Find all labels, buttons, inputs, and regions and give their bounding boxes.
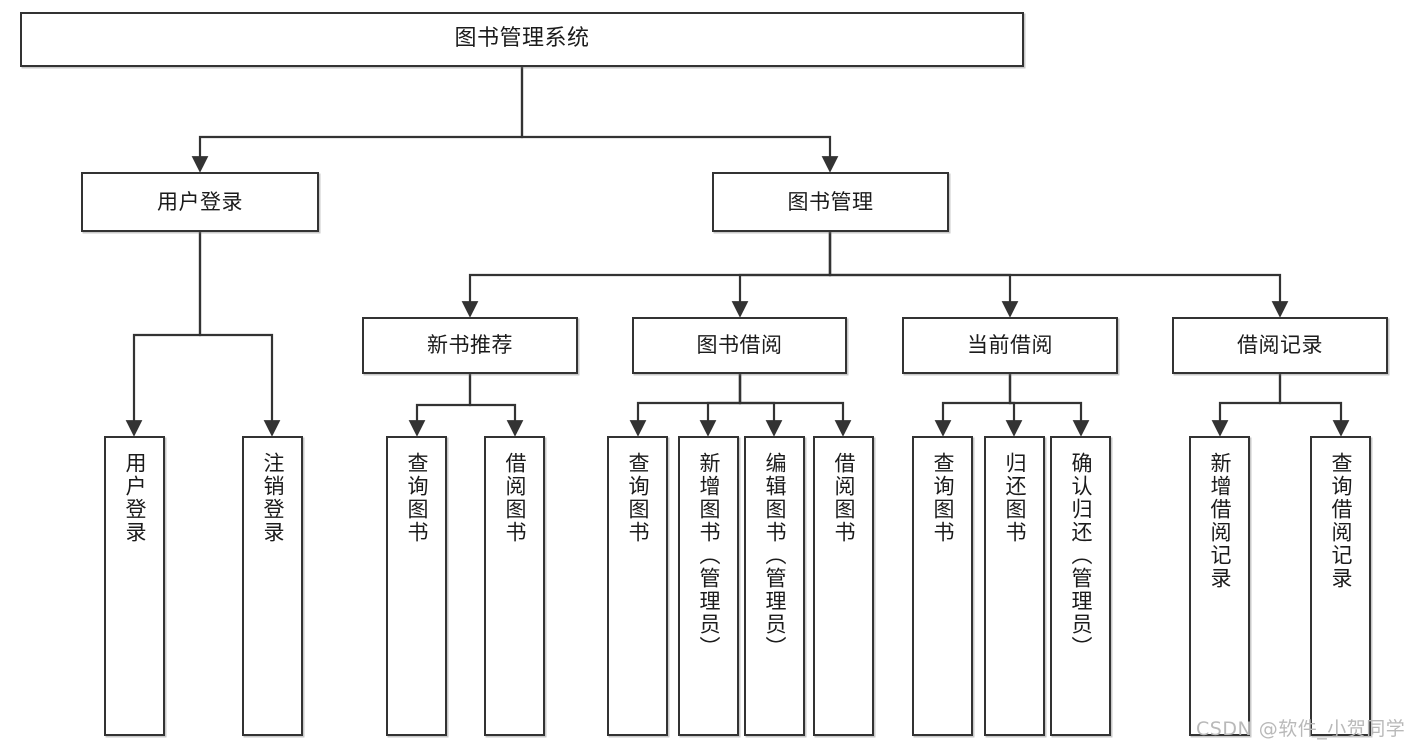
node-label: 图书管理系统 (454, 26, 590, 52)
node-c1[interactable]: 查询图书 (912, 436, 973, 736)
edge-login-to-l1 (125, 232, 202, 437)
node-label: 查询借阅记录 (1329, 452, 1353, 590)
node-l1[interactable]: 用户登录 (104, 436, 165, 736)
edge-borrow-to-b2 (699, 374, 742, 437)
node-n1[interactable]: 查询图书 (386, 436, 447, 736)
node-label: 新增图书（管理员） (697, 452, 721, 659)
edge-records-to-r1 (1211, 374, 1282, 437)
node-label: 用户登录 (123, 452, 147, 544)
node-n2[interactable]: 借阅图书 (484, 436, 545, 736)
node-borrow[interactable]: 图书借阅 (632, 317, 847, 374)
node-bookmgmt[interactable]: 图书管理 (712, 172, 949, 232)
node-login[interactable]: 用户登录 (81, 172, 319, 232)
edge-current-to-c1 (934, 374, 1012, 437)
edge-bookmgmt-to-newbook (461, 232, 832, 318)
node-records[interactable]: 借阅记录 (1172, 317, 1388, 374)
node-label: 图书管理 (787, 189, 874, 214)
node-label: 注销登录 (261, 452, 285, 544)
node-label: 归还图书 (1003, 452, 1027, 544)
edge-borrow-to-b4 (738, 374, 852, 437)
node-b2[interactable]: 新增图书（管理员） (678, 436, 739, 736)
node-label: 当前借阅 (967, 333, 1053, 358)
node-label: 查询图书 (931, 452, 955, 544)
node-label: 借阅图书 (832, 452, 856, 544)
node-label: 借阅记录 (1237, 333, 1323, 358)
node-label: 查询图书 (626, 452, 650, 544)
edge-newbook-to-n1 (408, 374, 472, 437)
node-label: 新增借阅记录 (1208, 452, 1232, 590)
node-c2[interactable]: 归还图书 (984, 436, 1045, 736)
node-root[interactable]: 图书管理系统 (20, 12, 1024, 67)
node-b1[interactable]: 查询图书 (607, 436, 668, 736)
edge-borrow-to-b1 (629, 374, 742, 437)
edge-login-to-l2 (198, 232, 281, 437)
edge-bookmgmt-to-borrow (731, 232, 832, 318)
node-label: 确认归还（管理员） (1069, 452, 1093, 659)
node-label: 用户登录 (157, 189, 243, 214)
node-r2[interactable]: 查询借阅记录 (1310, 436, 1371, 736)
node-l2[interactable]: 注销登录 (242, 436, 303, 736)
edge-bookmgmt-to-current (828, 232, 1019, 318)
node-label: 新书推荐 (427, 333, 513, 358)
node-b3[interactable]: 编辑图书（管理员） (744, 436, 805, 736)
edge-bookmgmt-to-records (828, 232, 1289, 318)
edge-root-to-bookmgmt (520, 67, 839, 173)
edge-newbook-to-n2 (468, 374, 524, 437)
edge-borrow-to-b3 (738, 374, 783, 437)
edge-records-to-r2 (1278, 374, 1350, 437)
node-b4[interactable]: 借阅图书 (813, 436, 874, 736)
edge-current-to-c3 (1008, 374, 1090, 437)
edge-current-to-c2 (1005, 374, 1023, 437)
node-label: 编辑图书（管理员） (763, 452, 787, 659)
node-label: 借阅图书 (503, 452, 527, 544)
node-c3[interactable]: 确认归还（管理员） (1050, 436, 1111, 736)
node-label: 图书借阅 (696, 333, 783, 358)
node-newbook[interactable]: 新书推荐 (362, 317, 578, 374)
csdn-watermark: CSDN @软件_小贺同学 (1196, 718, 1405, 740)
node-label: 查询图书 (405, 452, 429, 544)
node-r1[interactable]: 新增借阅记录 (1189, 436, 1250, 736)
edge-root-to-login (191, 67, 524, 173)
node-current[interactable]: 当前借阅 (902, 317, 1118, 374)
